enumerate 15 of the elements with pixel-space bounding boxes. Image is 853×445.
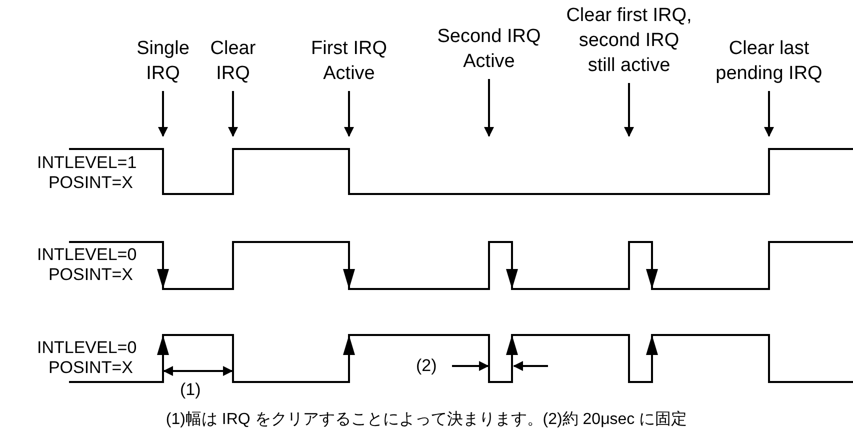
event-label: Second IRQ Active: [433, 24, 545, 74]
event-label: Clear IRQ: [207, 36, 259, 86]
dimension-label: (1): [180, 380, 201, 400]
arrow: [228, 91, 238, 137]
arrow: [484, 79, 494, 137]
event-label: Clear first IRQ, second IRQ still active: [563, 3, 695, 78]
event-label: First IRQ Active: [305, 36, 393, 86]
arrow: [624, 83, 634, 137]
arrow: [344, 91, 354, 137]
arrow: [158, 91, 168, 137]
arrow: [764, 91, 774, 137]
event-label: Single IRQ: [132, 36, 194, 86]
caption: (1)幅は IRQ をクリアすることによって決まります。(2)約 20μsec に固定: [166, 411, 688, 428]
dimension-label: (2): [416, 356, 437, 376]
event-label: Clear last pending IRQ: [712, 36, 826, 86]
